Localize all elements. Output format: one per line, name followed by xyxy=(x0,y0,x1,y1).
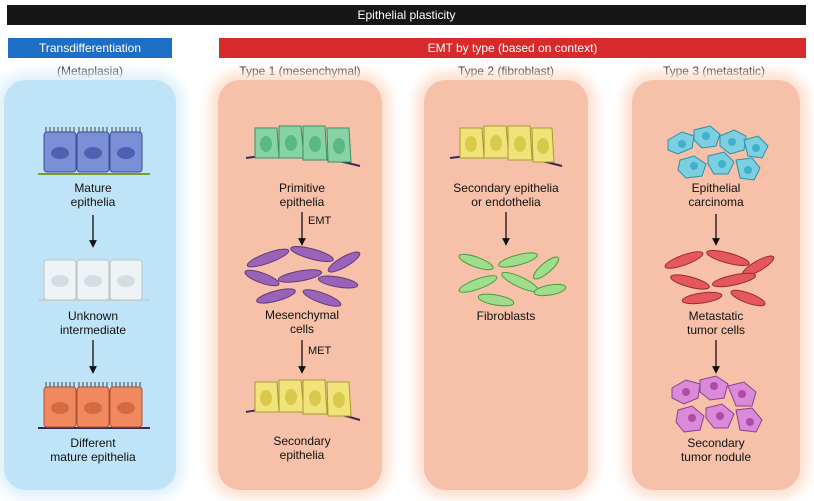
secondary-epithelia-cells xyxy=(245,379,361,421)
different-mature-epithelia-cells xyxy=(38,382,150,429)
emt-header: EMT by type (based on context) xyxy=(219,38,806,58)
metastatic-tumor-cells xyxy=(664,250,775,307)
label-secondary-epithelia: Secondary epithelia xyxy=(273,434,331,462)
unknown-intermediate-cells xyxy=(38,259,150,301)
mesenchymal-cells xyxy=(244,246,361,307)
label-fibroblasts: Fibroblasts xyxy=(476,309,536,323)
label-mesenchymal-cells: Mesenchymal cells xyxy=(264,308,340,336)
transdifferentiation-header: Transdifferentiation xyxy=(8,38,172,58)
label-secondary-tumor-nodule: Secondary tumor nodule xyxy=(680,436,752,464)
type2-header: Type 2 (fibroblast) xyxy=(457,64,555,78)
label-metastatic-tumor-cells: Metastatic tumor cells xyxy=(686,309,745,337)
epithelial-carcinoma-cells xyxy=(667,125,769,181)
label-mature-epithelia: Mature epithelia xyxy=(70,181,116,209)
type3-header: Type 3 (metastatic) xyxy=(662,64,766,78)
type1-header: Type 1 (mesenchymal) xyxy=(239,64,361,78)
label-emt-transition: EMT xyxy=(308,215,332,227)
metaplasia-subheader: (Metaplasia) xyxy=(56,64,124,78)
primitive-epithelia-cells xyxy=(245,125,361,167)
mature-epithelia-cells xyxy=(38,127,150,175)
secondary-epithelia-or-endothelia-cells xyxy=(449,125,563,167)
fibroblast-cells xyxy=(458,252,567,307)
label-unknown-intermediate: Unknown intermediate xyxy=(59,309,127,337)
label-primitive-epithelia: Primitive epithelia xyxy=(278,181,325,209)
label-different-mature-epithelia: Different mature epithelia xyxy=(50,436,136,464)
diagram-title: Epithelial plasticity xyxy=(7,5,806,25)
label-met-transition: MET xyxy=(308,345,332,357)
label-epithelial-carcinoma: Epithelial carcinoma xyxy=(688,181,744,209)
label-secondary-epithelia-or-endothelia: Secondary epithelia or endothelia xyxy=(453,181,559,209)
secondary-tumor-nodule-cells xyxy=(671,375,763,433)
